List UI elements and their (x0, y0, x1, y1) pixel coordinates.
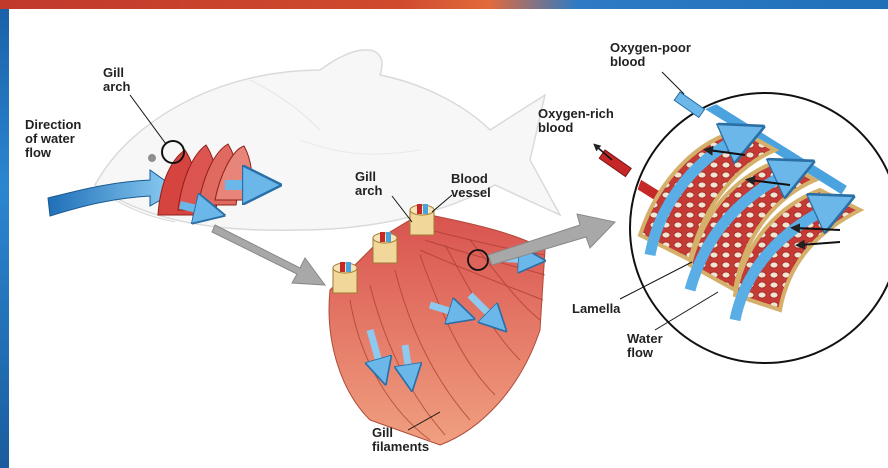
zoom-arrow-middle (212, 225, 325, 285)
label-gill-arch-middle: Gill arch (355, 170, 382, 198)
label-oxygen-poor-blood: Oxygen-poor blood (610, 41, 691, 69)
label-gill-arch-top: Gill arch (103, 66, 130, 94)
oxygen-poor-leader (662, 72, 684, 94)
label-oxygen-rich-blood: Oxygen-rich blood (538, 107, 614, 135)
label-direction-of-water-flow: Direction of water flow (25, 118, 81, 160)
label-lamella: Lamella (572, 302, 620, 316)
label-blood-vessel: Blood vessel (451, 172, 491, 200)
label-water-flow: Water flow (627, 332, 663, 360)
oxygen-poor-vessel (674, 92, 704, 117)
lamella-magnified-view (593, 90, 888, 363)
label-gill-filaments: Gill filaments (372, 426, 429, 454)
